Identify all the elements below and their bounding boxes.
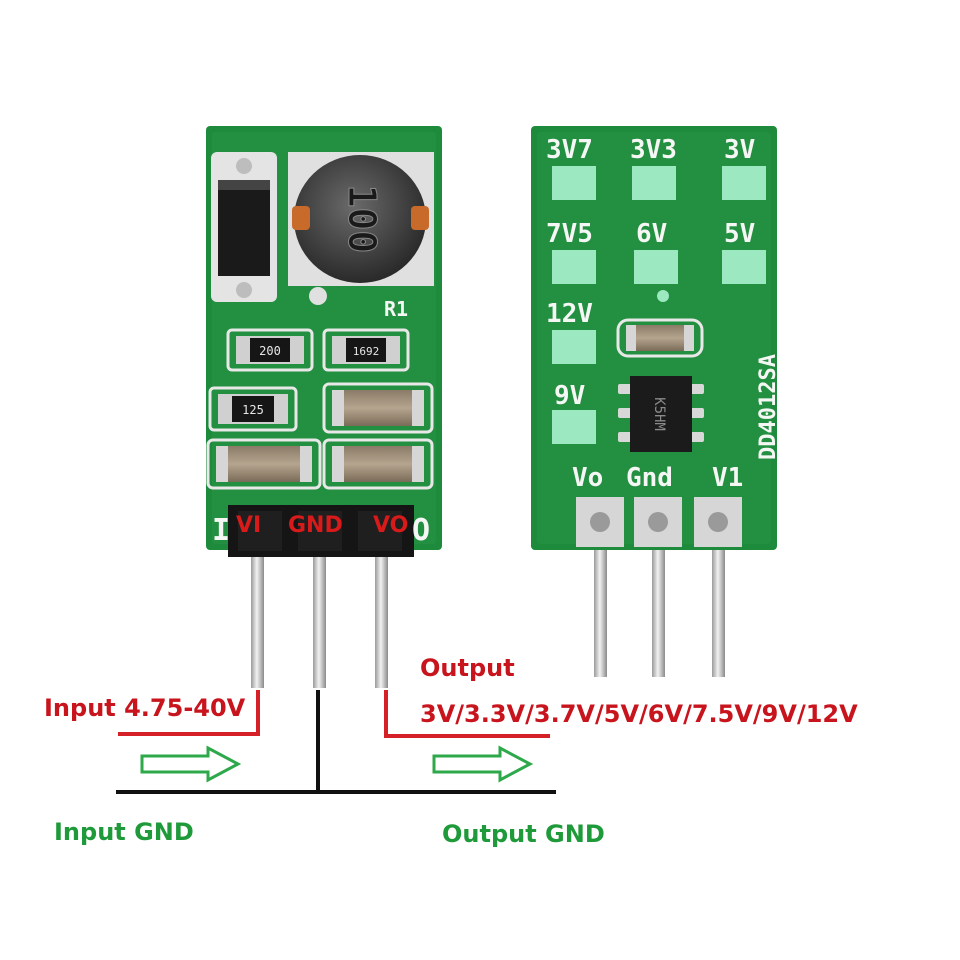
input-wire [118, 690, 260, 736]
pin-label-vi: VI [236, 513, 261, 538]
chip-mark: K5HM [651, 397, 667, 431]
pad-label-12v: 12V [546, 299, 593, 329]
pad-label-3v: 3V [724, 135, 755, 165]
input-voltage-label: Input 4.75-40V [44, 694, 246, 722]
back-board: 3V7 3V3 3V 7V5 6V 5V 12V 9V [531, 126, 781, 677]
back-pin-label-vo: Vo [572, 463, 603, 493]
solder-joints [576, 497, 742, 547]
pad-12v [552, 330, 596, 364]
pad-7v5 [552, 250, 596, 284]
resistor-200: 200 [226, 328, 314, 372]
pad-3v [722, 166, 766, 200]
pad-label-6v: 6V [636, 219, 667, 249]
output-gnd-label: Output GND [442, 820, 605, 848]
output-voltages-label: 3V/3.3V/3.7V/5V/6V/7.5V/9V/12V [420, 700, 858, 728]
capacitor-3 [322, 438, 434, 490]
left-edge-mark: I [212, 513, 230, 548]
pin-label-gnd: GND [288, 513, 343, 538]
pad-label-3v7: 3V7 [546, 135, 593, 165]
capacitor-2 [206, 438, 322, 490]
input-arrow-icon [140, 745, 242, 783]
pad-9v [552, 410, 596, 444]
back-pin-gnd [652, 545, 665, 677]
back-pin-vo [594, 545, 607, 677]
regulator-chip: K5HM [618, 376, 704, 452]
inductor-component: 100 [288, 152, 434, 286]
output-title-label: Output [420, 654, 515, 682]
front-board: 100 R1 200 1692 125 [206, 126, 442, 688]
pad-label-9v: 9V [554, 381, 585, 411]
resistor-1692: 1692 [322, 328, 410, 372]
back-pin-vi [712, 545, 725, 677]
resistor-code-1692: 1692 [353, 345, 380, 358]
pad-6v [634, 250, 678, 284]
back-pin-label-v1: V1 [712, 463, 743, 493]
resistor-125: 125 [208, 386, 298, 432]
pin-label-vo: VO [373, 513, 408, 538]
pad-label-3v3: 3V3 [630, 135, 677, 165]
back-pin-label-gnd: Gnd [626, 463, 673, 493]
resistor-code-200: 200 [259, 344, 281, 358]
capacitor-1 [322, 382, 434, 434]
model-number: DD4012SA [756, 354, 781, 460]
output-arrow-icon [432, 745, 534, 783]
front-pin-gnd [313, 530, 326, 688]
front-pin-vin [251, 530, 264, 688]
pad-5v [722, 250, 766, 284]
inductor-code: 100 [340, 185, 384, 254]
front-pin-vout [375, 530, 388, 688]
back-capacitor [616, 318, 704, 358]
input-gnd-label: Input GND [54, 818, 194, 846]
resistor-code-125: 125 [242, 403, 264, 417]
resistor-ref-r1: R1 [384, 297, 408, 321]
diode-component [211, 152, 277, 302]
output-wire [384, 690, 550, 738]
pad-3v3 [632, 166, 676, 200]
voltage-select-pads [552, 166, 766, 444]
wiring-diagram: Input 4.75-40V Output 3V/3.3V/3.7V/5V/6V… [44, 654, 858, 848]
right-edge-mark: O [412, 513, 430, 548]
pad-3v7 [552, 166, 596, 200]
pad-label-5v: 5V [724, 219, 755, 249]
pad-label-7v5: 7V5 [546, 219, 593, 249]
